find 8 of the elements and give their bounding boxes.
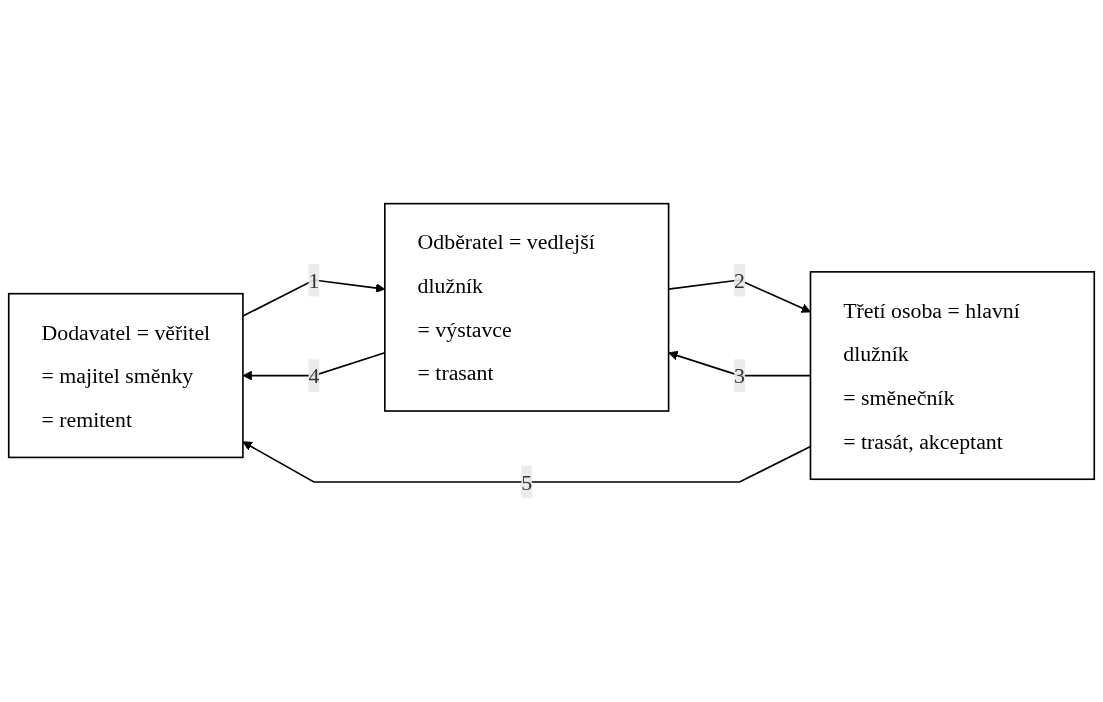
node-box: Třetí osoba = hlavní dlužník = směnečník = trasát, akceptant [809,271,1096,481]
edge-label: 3 [734,363,745,388]
edge-label: 2 [734,268,745,293]
node-box: Odběratel = vedlejší dlužník = výstavce = trasant [384,202,670,412]
edge-label: 5 [521,469,533,494]
edge-label: 1 [308,268,320,293]
node-box: Dodavatel = věřitel = majitel směnky = remitent [7,292,244,459]
edge-label: 4 [308,363,320,388]
